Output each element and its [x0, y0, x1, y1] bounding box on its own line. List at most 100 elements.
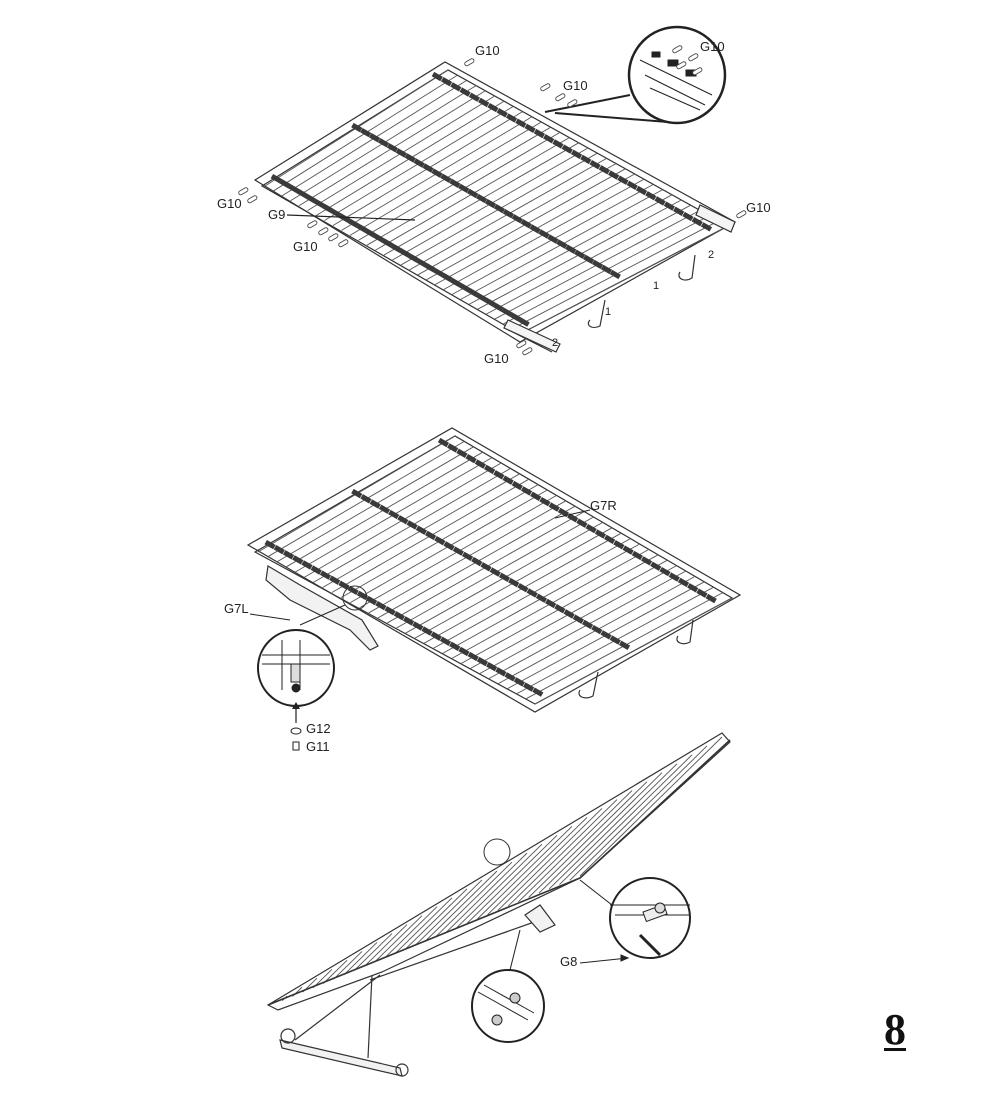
slat-pad	[673, 206, 685, 216]
slat-pad	[369, 133, 381, 143]
slat-pad	[478, 97, 490, 108]
slat-pad	[585, 523, 597, 534]
slat-pad	[388, 509, 400, 520]
slat-pad	[511, 214, 523, 224]
slat-pad	[677, 577, 690, 588]
slat-pad	[384, 606, 396, 616]
g10-pin	[555, 93, 566, 102]
slat	[364, 924, 408, 967]
slat-pad	[339, 213, 351, 223]
slat-pad	[626, 180, 638, 191]
slat-pad	[572, 614, 584, 624]
slat	[487, 817, 588, 916]
slat-pad	[493, 203, 505, 214]
label-g10-topright: G10	[563, 78, 588, 93]
slat-pad	[425, 530, 437, 541]
g10-pin	[522, 347, 533, 356]
slat-pad	[407, 253, 419, 263]
slat-pad	[511, 480, 523, 491]
slat-pad	[687, 583, 699, 593]
slat	[519, 225, 729, 335]
g10-pin	[676, 61, 687, 70]
slat-pad	[554, 604, 566, 614]
slat-pad	[594, 529, 606, 539]
slat-pad	[440, 77, 453, 87]
slat-pad	[529, 224, 541, 234]
slat-pad	[395, 148, 407, 158]
slat-pad	[654, 196, 666, 206]
slat-pad	[364, 228, 376, 238]
step2-frame	[246, 427, 742, 713]
lift-arms	[294, 919, 541, 1059]
slat-pad	[631, 550, 643, 561]
slat	[579, 736, 723, 877]
slat	[456, 843, 543, 928]
label-num-2b: 2	[552, 337, 558, 349]
slat-pad	[461, 551, 474, 562]
g10-pin	[540, 83, 551, 92]
slat	[384, 906, 438, 959]
slat-pad	[439, 636, 452, 646]
slat	[569, 745, 708, 881]
slat-pad	[539, 497, 551, 507]
slat-pad	[489, 567, 501, 577]
slat-pad	[583, 254, 595, 264]
slat	[415, 879, 483, 946]
label-g7l: G7L	[224, 601, 249, 616]
slat-pad	[589, 159, 601, 170]
slat-pad	[424, 263, 436, 273]
slat-pad	[347, 218, 359, 228]
g10-pin	[692, 67, 703, 76]
slat	[394, 897, 453, 954]
label-g12: G12	[306, 721, 331, 736]
label-g7r: G7R	[590, 498, 617, 513]
slat	[497, 808, 603, 911]
slat-pad	[476, 656, 489, 667]
slat-pad	[640, 556, 653, 566]
slat-pad	[510, 312, 522, 322]
slat-pad	[570, 149, 583, 159]
slat-pad	[386, 143, 398, 153]
label-num-1a: 1	[653, 280, 659, 292]
slat-pad	[465, 454, 477, 464]
slat	[323, 960, 348, 984]
slat-pad	[467, 287, 479, 298]
slat-pad	[378, 504, 391, 514]
slat-pad	[576, 518, 588, 528]
slat	[353, 933, 393, 971]
slat-pad	[515, 118, 527, 128]
slat-pad	[449, 641, 461, 652]
slat-pad	[412, 621, 424, 631]
slat-pad	[501, 307, 513, 317]
slat-pad	[545, 598, 557, 609]
g10-pin	[672, 45, 683, 54]
slat-pad	[431, 168, 443, 178]
slat-pad	[508, 577, 520, 588]
slat-pad	[475, 292, 488, 303]
g7l-bracket	[265, 565, 379, 651]
label-g9: G9	[268, 207, 285, 222]
slat-pad	[598, 165, 610, 175]
slat-pad	[264, 539, 276, 550]
slat	[538, 772, 663, 894]
slat-pad	[574, 249, 586, 259]
slat-pad	[474, 459, 486, 469]
slat-pad	[480, 562, 492, 572]
slat-pad	[557, 507, 570, 518]
label-g10-bottom: G10	[484, 351, 509, 366]
slat-pad	[700, 222, 713, 232]
slat-pad	[502, 475, 514, 485]
slat	[466, 834, 558, 924]
slat	[405, 888, 468, 950]
slat-pad	[520, 486, 533, 496]
slat	[518, 790, 633, 903]
slat-pad	[691, 217, 703, 227]
slat-pad	[390, 243, 402, 253]
slat-pad	[600, 630, 612, 640]
slat-pad	[659, 566, 671, 577]
slat-pad	[431, 71, 443, 82]
slat-pad	[351, 122, 363, 133]
g7l-detail-circle	[257, 604, 346, 751]
slat-pad	[398, 248, 411, 258]
slat-pad	[486, 662, 498, 672]
